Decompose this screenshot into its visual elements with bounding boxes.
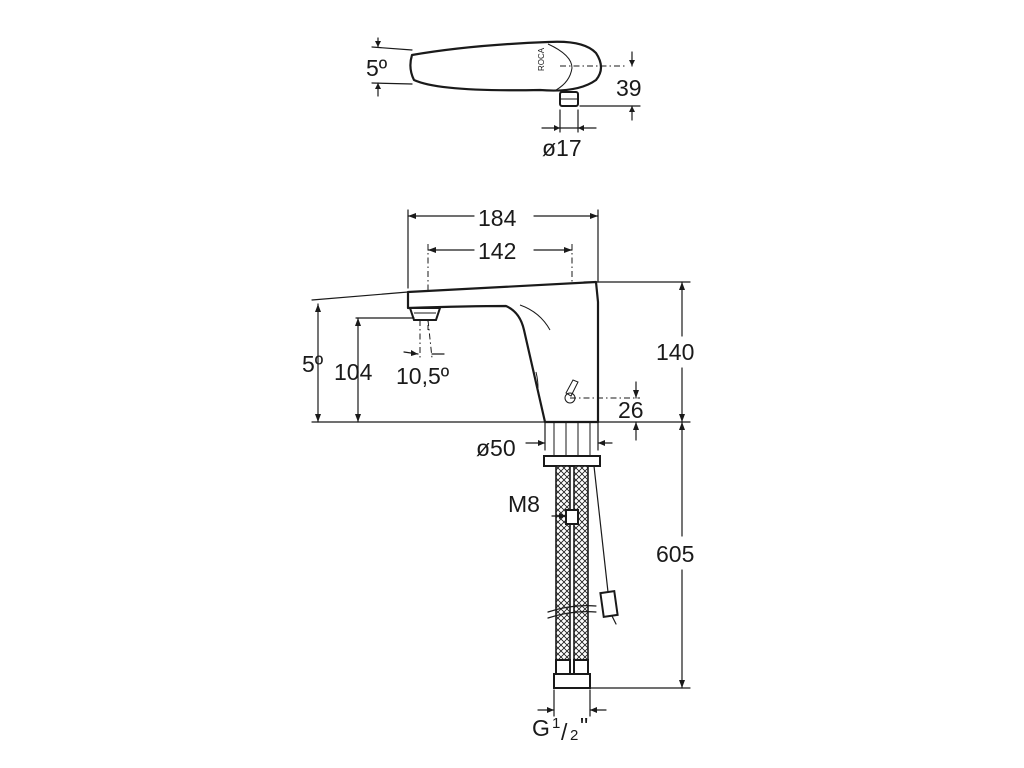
connection-nut (553, 673, 591, 689)
connection-label-den: 2 (570, 727, 578, 744)
front-angle-label: 5º (302, 351, 324, 377)
connection-label-num: 1 (552, 715, 560, 732)
hose-nut-right (573, 659, 589, 675)
connection-label-main: G (532, 715, 550, 741)
top-view-diameter-label: ø17 (542, 135, 582, 161)
sensor-height-label: 26 (618, 397, 644, 423)
connection-label: G 1 / 2 " (532, 713, 588, 745)
top-view-spout-outline (409, 40, 603, 92)
break-mark (547, 605, 597, 613)
hose-right (573, 465, 589, 663)
reach-label: 142 (478, 238, 516, 264)
rod-label: M8 (508, 491, 540, 517)
lever-handle (565, 379, 579, 397)
spout-angle-label: 10,5º (396, 363, 450, 389)
top-view-angle-label: 5º (366, 55, 388, 81)
total-width-label: 184 (478, 205, 517, 231)
hose-left (555, 465, 571, 663)
top-view-logo: ROCA (537, 47, 546, 71)
aerator (408, 307, 442, 321)
body-detail (535, 371, 539, 389)
cable-connector (599, 590, 619, 618)
front-view: 184 142 5º 104 (302, 205, 694, 745)
top-view-body-seam (547, 43, 573, 91)
top-view: ROCA 5º 39 ø17 (366, 37, 642, 161)
hose-nut-left (555, 659, 571, 675)
connection-label-slash: / (561, 719, 568, 745)
mounting-plate (543, 455, 601, 467)
base-diameter-label: ø50 (476, 435, 516, 461)
connection-label-unit: " (580, 713, 588, 739)
total-height-label: 140 (656, 339, 694, 365)
faucet-body (406, 280, 600, 424)
m8-rod (565, 509, 579, 525)
mounting-shank (553, 421, 591, 457)
sensor-cable (593, 465, 609, 593)
spout-height-label: 104 (334, 359, 373, 385)
spout-curve (519, 304, 551, 331)
hose-length-label: 605 (656, 541, 694, 567)
top-view-height-label: 39 (616, 75, 642, 101)
